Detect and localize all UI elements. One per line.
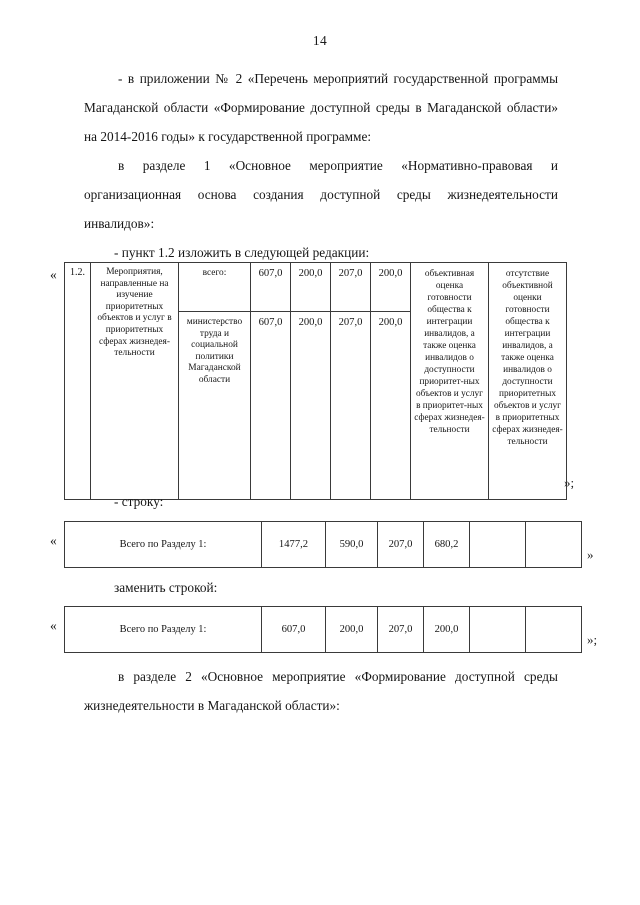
paragraph-stroku-label-wrap: - строку: xyxy=(114,492,414,512)
cell-measure-name: Мероприятия, направленные на изучение пр… xyxy=(90,262,179,500)
cell-value-ministry-y1: 200,0 xyxy=(290,311,331,500)
document-body: - в приложении № 2 «Перечень мероприятий… xyxy=(84,64,558,267)
cell-summary-new-y2: 207,0 xyxy=(377,606,424,653)
cell-risk-description: отсутствие объективной оценки готовности… xyxy=(488,262,567,500)
cell-summary-new-y1: 200,0 xyxy=(325,606,378,653)
close-quote-summary-old: » xyxy=(587,547,594,562)
cell-measure-index: 1.2. xyxy=(64,262,91,500)
table-row: Всего по Разделу 1: 1477,2 590,0 207,0 6… xyxy=(64,521,582,568)
summary-new-table: Всего по Разделу 1: 607,0 200,0 207,0 20… xyxy=(64,606,582,653)
close-quote-summary-new: »; xyxy=(587,632,598,647)
open-quote-summary-new: « xyxy=(50,618,57,633)
cell-value-total-y2: 207,0 xyxy=(330,262,371,312)
cell-expected-result: объективная оценка готовности общества к… xyxy=(410,262,489,500)
paragraph-replace-label: заменить строкой: xyxy=(114,580,218,595)
cell-summary-new-empty-2 xyxy=(525,606,582,653)
paragraph-section-1-reference: в разделе 1 «Основное мероприятие «Норма… xyxy=(84,158,558,231)
open-quote-summary-old: « xyxy=(50,533,57,548)
cell-summary-new-label: Всего по Разделу 1: xyxy=(64,606,262,653)
page-number: 14 xyxy=(312,33,328,48)
cell-summary-new-total: 607,0 xyxy=(261,606,326,653)
cell-executor-ministry: министерство труда и социальной политики… xyxy=(178,311,251,500)
paragraph-appendix-reference: - в приложении № 2 «Перечень мероприятий… xyxy=(84,71,558,144)
cell-summary-old-y3: 680,2 xyxy=(423,521,470,568)
cell-summary-new-y3: 200,0 xyxy=(423,606,470,653)
cell-summary-old-empty-1 xyxy=(469,521,526,568)
paragraph-stroku-label: - строку: xyxy=(114,494,164,509)
cell-summary-new-empty-1 xyxy=(469,606,526,653)
cell-value-ministry-all: 607,0 xyxy=(250,311,291,500)
cell-value-total-y3: 200,0 xyxy=(370,262,411,312)
cell-value-ministry-y3: 200,0 xyxy=(370,311,411,500)
summary-table-new-block: « Всего по Разделу 1: 607,0 200,0 207,0 … xyxy=(50,606,597,653)
table-row: 1.2. Мероприятия, направленные на изучен… xyxy=(64,262,567,500)
measure-1-2-table: 1.2. Мероприятия, направленные на изучен… xyxy=(64,262,567,500)
cell-summary-old-label: Всего по Разделу 1: xyxy=(64,521,262,568)
summary-table-old-block: « Всего по Разделу 1: 1477,2 590,0 207,0… xyxy=(50,521,594,568)
paragraph-item-1-2-intro: - пункт 1.2 изложить в следующей редакци… xyxy=(114,245,370,260)
cell-value-total-y1: 200,0 xyxy=(290,262,331,312)
closing-paragraph-wrap: в разделе 2 «Основное мероприятие «Форми… xyxy=(84,662,558,720)
cell-value-total-all: 607,0 xyxy=(250,262,291,312)
table-row: Всего по Разделу 1: 607,0 200,0 207,0 20… xyxy=(64,606,582,653)
cell-summary-old-empty-2 xyxy=(525,521,582,568)
paragraph-section-2-reference: в разделе 2 «Основное мероприятие «Форми… xyxy=(84,669,558,713)
summary-old-table: Всего по Разделу 1: 1477,2 590,0 207,0 6… xyxy=(64,521,582,568)
cell-value-ministry-y2: 207,0 xyxy=(330,311,371,500)
cell-summary-old-y1: 590,0 xyxy=(325,521,378,568)
open-quote-main-table: « xyxy=(50,267,57,282)
paragraph-replace-label-wrap: заменить строкой: xyxy=(114,578,414,598)
main-table-block: « 1.2. Мероприятия, направленные на изуч… xyxy=(50,262,574,500)
cell-executor-total: всего: xyxy=(178,262,251,312)
cell-summary-old-total: 1477,2 xyxy=(261,521,326,568)
close-quote-main-table: »; xyxy=(564,475,575,490)
cell-summary-old-y2: 207,0 xyxy=(377,521,424,568)
table-row: министерство труда и социальной политики… xyxy=(65,311,567,500)
